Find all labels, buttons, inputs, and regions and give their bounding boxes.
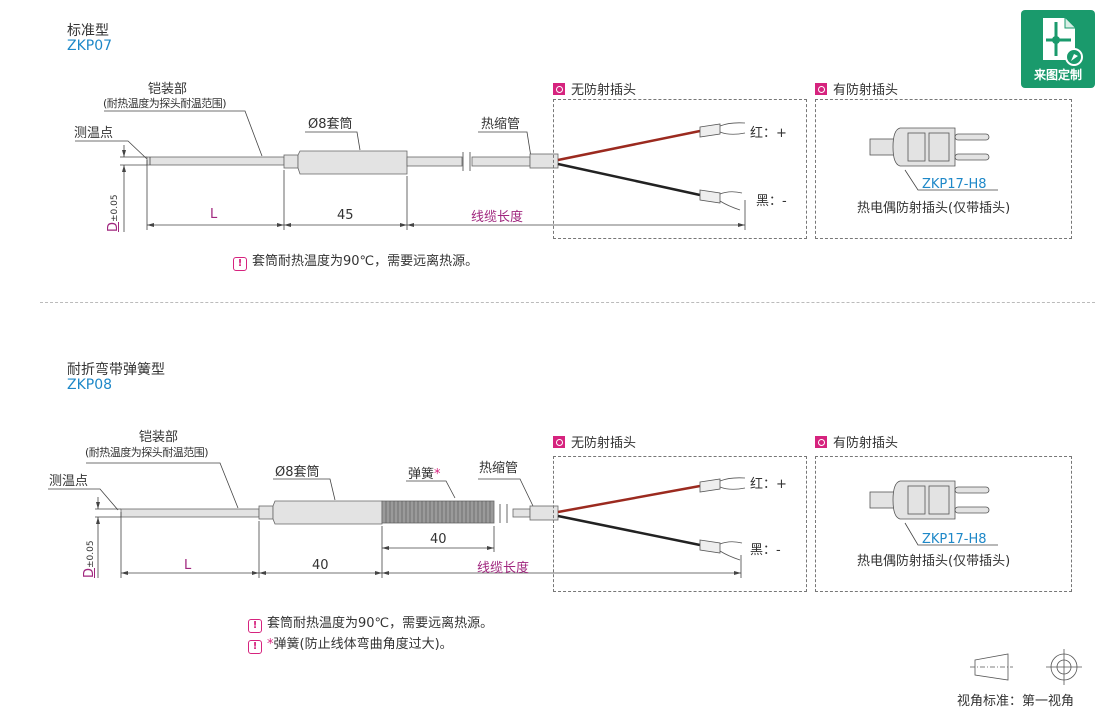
no-shield-header: 无防射插头 [553,79,636,98]
spring-length-dim: 40 [430,532,447,547]
sleeve-body [297,150,408,175]
note-sleeve-temp: !套筒耐热温度为90℃，需要远离热源。 [233,250,478,271]
black-wire [557,162,701,197]
armor-label: 铠装部 [148,82,188,97]
shrink-tube [529,153,559,169]
armor-label-2: 铠装部 [139,430,179,445]
black-wire-label-2: 黑：- [750,543,781,558]
sleeve-label: Ø8套筒 [308,117,353,132]
part-code-link-2[interactable]: ZKP17-H8 [922,532,987,547]
spring-leader [406,480,456,499]
shrink-tube-leader [478,131,532,158]
part-description: 热电偶防射插头(仅带插头) [857,201,1011,216]
no-shield-header-2: 无防射插头 [553,432,636,451]
measure-point-leader-2 [48,488,119,511]
view-standard-icon [970,649,1082,685]
circle-bullet-icon [815,436,827,448]
length-dim: L [210,207,218,222]
measure-point-leader [75,140,148,160]
diameter-dim: D±0.05 [106,194,121,232]
sleeve-leader-2 [273,478,336,501]
armor-note-2: (耐热温度为探头耐温范围) [85,446,209,459]
no-shield-box [553,99,807,239]
custom-drawing-badge[interactable]: 来图定制 [1021,10,1095,88]
section2-title: 耐折弯带弹簧型 [67,362,165,378]
red-wire [557,129,701,162]
no-shield-box-2 [553,456,807,592]
part-description-2: 热电偶防射插头(仅带插头) [857,554,1011,569]
with-shield-header-2: 有防射插头 [815,432,898,451]
armor-tube-2 [120,508,260,518]
part-code-link[interactable]: ZKP17-H8 [922,177,987,192]
sleeve-length-dim-2: 40 [312,558,329,573]
measure-point-label-2: 测温点 [49,474,89,489]
shield-plug-drawing-1 [869,127,990,167]
sleeve-body-2 [272,500,383,525]
red-wire-2 [557,484,701,514]
red-wire-label: 红：+ [750,126,787,141]
armor-leader [104,110,263,157]
measure-point-label: 测温点 [74,126,114,141]
badge-label: 来图定制 [1033,68,1082,82]
shrink-tube-leader-2 [478,478,534,507]
black-wire-2 [557,514,701,547]
red-wire-label-2: 红：+ [750,477,787,492]
cable-length-dim-2: 线缆长度 [477,561,530,576]
with-shield-box-2 [815,456,1072,592]
sleeve-collar [283,154,299,169]
shrink-tube-label: 热缩管 [481,117,521,132]
section1-code: ZKP07 [67,38,113,54]
length-dim-2: L [184,558,192,573]
cable-segment-1 [406,156,463,167]
note-spring: !*弹簧(防止线体弯曲角度过大)。 [248,633,453,654]
note-sleeve-temp-2: !套筒耐热温度为90℃，需要远离热源。 [248,612,493,633]
diameter-dim-2: D±0.05 [82,540,97,578]
circle-bullet-icon [815,83,827,95]
sleeve-label-2: Ø8套筒 [275,465,320,480]
shield-plug-drawing-2 [869,480,990,520]
cable-segment-2 [471,156,531,167]
warning-icon: ! [248,640,262,654]
section2-code: ZKP08 [67,377,113,393]
view-standard-label: 视角标准：第一视角 [957,694,1075,709]
with-shield-box [815,99,1072,239]
spring-label: 弹簧* [408,467,441,482]
circle-bullet-icon [553,83,565,95]
black-terminal [699,189,721,204]
custom-drawing-icon [1043,18,1083,66]
sleeve-length-dim: 45 [337,208,354,223]
shrink-tube-2 [529,505,559,521]
circle-bullet-icon [553,436,565,448]
cable-length-dim: 线缆长度 [471,210,524,225]
section1-title: 标准型 [67,23,109,39]
black-wire-label: 黑：- [756,194,787,209]
red-terminal [699,123,721,138]
section-divider [40,302,1095,303]
armor-tube [146,156,285,166]
cable-segment-3 [512,508,531,518]
armor-note: (耐热温度为探头耐温范围) [103,97,227,110]
with-shield-header: 有防射插头 [815,79,898,98]
sleeve-collar-2 [258,505,274,520]
warning-icon: ! [233,257,247,271]
warning-icon: ! [248,619,262,633]
armor-leader-2 [86,462,239,509]
sleeve-leader [305,131,361,151]
shrink-tube-label-2: 热缩管 [479,461,519,476]
